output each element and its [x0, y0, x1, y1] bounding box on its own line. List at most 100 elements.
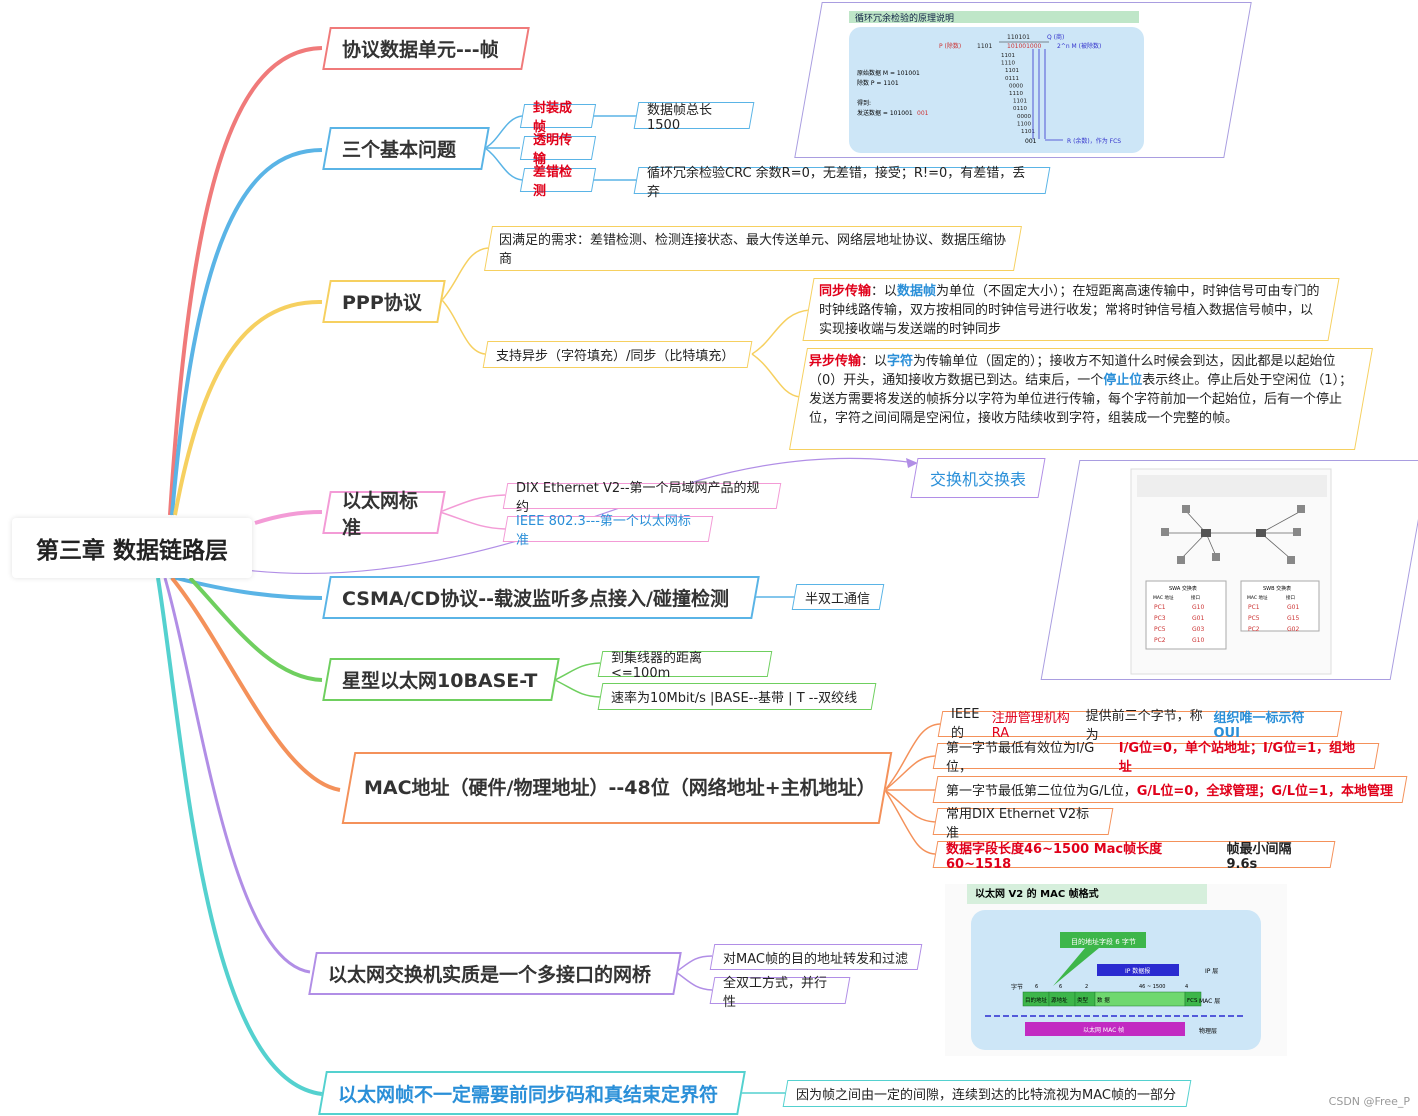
topic-csma-cd[interactable]: CSMA/CD协议--载波监听多点接入/碰撞检测: [322, 576, 760, 619]
half-duplex-node[interactable]: 半双工通信: [791, 584, 885, 610]
topic-mac-address[interactable]: MAC地址（硬件/物理地址）--48位（网络地址+主机地址）: [341, 752, 893, 824]
topic-ppp[interactable]: PPP协议: [322, 280, 446, 323]
frame-field-box: [1184, 991, 1202, 1007]
frame-length-node[interactable]: 数据帧总长1500: [633, 102, 755, 133]
full-duplex-node[interactable]: 全双工方式，并行性: [709, 976, 851, 1010]
swa-row-port: G03: [1192, 626, 1204, 633]
svg-text:字节: 字节: [1011, 983, 1023, 991]
topic-label: 星型以太网10BASE-T: [342, 670, 538, 692]
ig-text-1: 第一字节最低有效位为I/G位，: [946, 741, 1095, 775]
crc-node[interactable]: 循环冗余检验CRC 余数R=0，无差错，接受；R!=0，有差错，丢弃: [633, 166, 1051, 200]
crc-step: 0000: [1009, 83, 1023, 89]
error-detection-node[interactable]: 差错检测: [519, 165, 597, 199]
svg-text:001: 001: [917, 110, 929, 117]
async-transmission-node[interactable]: 异步传输：以字符为传输单位（固定的）；接收方不知道什么时候会到达，因此都是以起始…: [789, 348, 1373, 450]
crc-step: 1110: [1009, 91, 1023, 97]
ppp-requirements-node[interactable]: 因满足的需求：差错检测、检测连接状态、最大传送单元、网络层地址协议、数据压缩协商: [484, 226, 1022, 271]
frame-field-label: 目的地址: [1025, 996, 1048, 1004]
gl-text-1: 第一字节最低第二位位为G/L位，: [946, 784, 1137, 799]
oui-text-4: 组织唯一标示符OUI: [1213, 711, 1305, 741]
svg-text:MAC 地址: MAC 地址: [1153, 594, 1174, 601]
crc-step: 0111: [1005, 76, 1019, 82]
async-text-4: 停止位: [1103, 373, 1143, 388]
topic-three-basic-problems[interactable]: 三个基本问题: [322, 127, 490, 170]
svg-text:IP 数据报: IP 数据报: [1125, 967, 1150, 975]
topic-pdu-frame[interactable]: 协议数据单元---帧: [322, 27, 530, 70]
rate-label: 速率为10Mbit/s |BASE--基带 | T --双绞线: [611, 691, 858, 706]
full-duplex-label: 全双工方式，并行性: [723, 975, 828, 1010]
svg-text:R (余数)，作为 FCS: R (余数)，作为 FCS: [1067, 137, 1121, 145]
oui-text-1: IEEE的: [951, 707, 980, 741]
switch-table-link[interactable]: 交换机交换表: [910, 458, 1046, 498]
ieee8023-node[interactable]: IEEE 802.3---第一个以太网标准: [502, 514, 714, 548]
ppp-requirements-label: 因满足的需求：差错检测、检测连接状态、最大传送单元、网络层地址协议、数据压缩协商: [499, 233, 1007, 267]
forward-filter-label: 对MAC帧的目的地址转发和过滤: [723, 951, 908, 967]
transparent-transmission-node[interactable]: 透明传输: [519, 133, 597, 167]
topic-label: PPP协议: [342, 292, 422, 314]
hub-distance-node[interactable]: 到集线器的距离<=100m: [597, 651, 773, 681]
svg-text:001: 001: [1025, 138, 1037, 145]
svg-text:2^n M (被除数): 2^n M (被除数): [1057, 42, 1101, 50]
swa-row-port: G10: [1192, 637, 1204, 644]
frame-limits-text-2: 帧最小间隔9.6s: [1226, 841, 1292, 872]
svg-text:接口: 接口: [1191, 594, 1200, 601]
topic-ethernet-standard[interactable]: 以太网标准: [322, 490, 446, 539]
common-dix-node[interactable]: 常用DIX Ethernet V2标准: [932, 807, 1114, 841]
sync-transmission-node[interactable]: 同步传输：以数据帧为单位（不固定大小）；在短距离高速传输中，时钟信号可由专门的时…: [802, 278, 1340, 341]
frame-length-limits-node[interactable]: 数据字段长度46~1500 Mac帧长度60~1518 帧最小间隔9.6s: [932, 841, 1336, 872]
svg-text:原始数据 M = 101001: 原始数据 M = 101001: [857, 69, 920, 77]
topic-label: 以太网交换机实质是一个多接口的网桥: [328, 964, 652, 986]
swa-row-port: G01: [1192, 615, 1204, 622]
ieee8023-label: IEEE 802.3---第一个以太网标准: [516, 514, 691, 548]
gl-bit-node[interactable]: 第一字节最低第二位位为G/L位，G/L位=0，全球管理；G/L位=1，本地管理: [932, 776, 1408, 803]
switch-table-label: 交换机交换表: [929, 470, 1026, 489]
frame-field-label: 源地址: [1051, 996, 1068, 1004]
svg-text:循环冗余检验的原理说明: 循环冗余检验的原理说明: [855, 12, 954, 24]
framing-node[interactable]: 封装成帧: [519, 101, 597, 135]
frame-field-label: FCS: [1187, 998, 1198, 1004]
error-detection-label: 差错检测: [533, 165, 573, 199]
crc-step: 1101: [1005, 68, 1019, 74]
root-node[interactable]: 第三章 数据链路层: [12, 518, 252, 578]
topic-ethernet-switch[interactable]: 以太网交换机实质是一个多接口的网桥: [308, 952, 682, 995]
dix-node[interactable]: DIX Ethernet V2--第一个局域网产品的规约: [502, 481, 782, 515]
topic-label: 三个基本问题: [342, 139, 457, 161]
topic-preamble[interactable]: 以太网帧不一定需要前同步码和真结束定界符: [318, 1071, 746, 1115]
topic-label: CSMA/CD协议--载波监听多点接入/碰撞检测: [342, 588, 729, 610]
swa-row-port: G10: [1192, 604, 1204, 611]
network-topology: [1161, 505, 1305, 564]
topic-10base-t[interactable]: 星型以太网10BASE-T: [322, 658, 560, 701]
frame-limits-text-1: 数据字段长度46~1500 Mac帧长度60~1518: [946, 841, 1163, 872]
forward-filter-node[interactable]: 对MAC帧的目的地址转发和过滤: [709, 944, 923, 970]
sync-text-2: 数据帧: [897, 284, 937, 299]
ig-text-2: I/G位=0，单个站地址；I/G位=1，组地址: [1118, 741, 1356, 775]
swa-row-mac: PC5: [1154, 626, 1166, 633]
rate-node[interactable]: 速率为10Mbit/s |BASE--基带 | T --双绞线: [597, 683, 877, 710]
svg-text:IP 层: IP 层: [1205, 968, 1218, 975]
ig-bit-node[interactable]: 第一字节最低有效位为I/G位， I/G位=0，单个站地址；I/G位=1，组地址: [932, 741, 1380, 775]
svg-text:MAC 地址: MAC 地址: [1247, 594, 1268, 601]
svg-text:4: 4: [1185, 984, 1188, 990]
swa-row-mac: PC2: [1154, 637, 1166, 644]
swb-row-port: G15: [1287, 615, 1299, 622]
ppp-async-sync-node[interactable]: 支持异步（字符填充）/同步（比特填充）: [482, 341, 753, 368]
gap-explanation-label: 因为帧之间由一定的间隙，连续到达的比特流视为MAC帧的一部分: [796, 1088, 1176, 1103]
gap-explanation-node[interactable]: 因为帧之间由一定的间隙，连续到达的比特流视为MAC帧的一部分: [782, 1080, 1192, 1107]
topic-label: MAC地址（硬件/物理地址）--48位（网络地址+主机地址）: [364, 777, 876, 799]
async-text-2: 字符: [887, 354, 914, 369]
swa-row-mac: PC3: [1154, 615, 1166, 622]
svg-text:得到:: 得到:: [857, 99, 871, 107]
svg-text:除数 P = 1101: 除数 P = 1101: [857, 79, 899, 87]
crc-label: 循环冗余检验CRC 余数R=0，无差错，接受；R!=0，有差错，丢弃: [647, 165, 1026, 200]
root-label: 第三章 数据链路层: [35, 538, 228, 564]
mac-frame-diagram: 以太网 V2 的 MAC 帧格式 目的地址字段 6 字节 IP 数据报 IP 层…: [967, 884, 1261, 1050]
mac-frame-image: 以太网 V2 的 MAC 帧格式 目的地址字段 6 字节 IP 数据报 IP 层…: [945, 884, 1287, 1056]
svg-text:P (除数): P (除数): [939, 42, 961, 50]
crc-step: 1100: [1017, 121, 1031, 127]
svg-text:Q (商): Q (商): [1047, 33, 1064, 41]
